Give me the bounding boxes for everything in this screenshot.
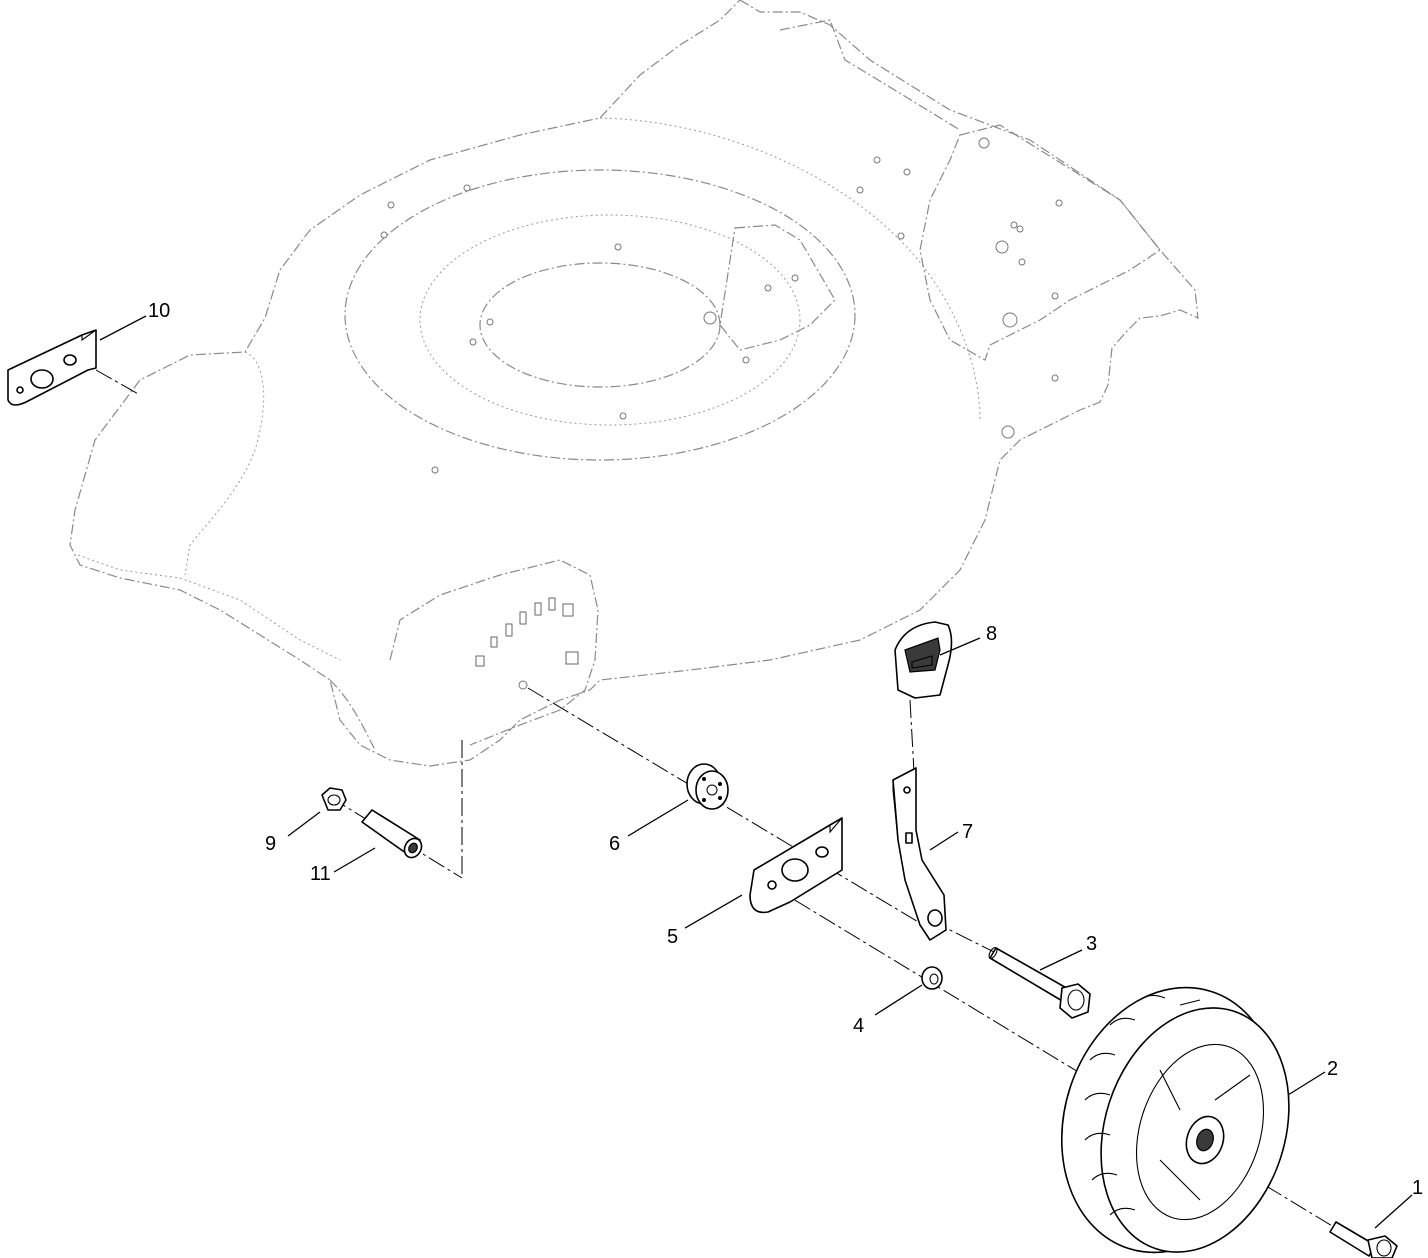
callout-9: 9 (265, 833, 276, 855)
callout-leaders (99, 315, 1413, 1229)
part-4-washer (921, 966, 943, 990)
part-7-adjust-lever (892, 767, 947, 941)
callout-3: 3 (1086, 933, 1097, 955)
part-2-wheel (1060, 986, 1290, 1254)
mower-deck-ghost (69, 0, 1199, 767)
callout-1: 1 (1412, 1177, 1423, 1199)
callout-7: 7 (962, 821, 973, 843)
callout-4: 4 (853, 1015, 864, 1037)
part-5-height-bracket (749, 817, 843, 914)
callout-11: 11 (310, 863, 331, 885)
callout-8: 8 (986, 623, 997, 645)
callout-labels: 1 2 3 4 5 6 7 8 9 11 10 (148, 300, 1423, 1199)
part-9-locknut (321, 787, 347, 811)
callout-5: 5 (667, 926, 678, 948)
callout-6: 6 (609, 833, 620, 855)
callout-10: 10 (148, 300, 170, 322)
part-6-bushing (686, 763, 729, 810)
part-8-lever-grip (894, 621, 953, 699)
part-3-shoulder-bolt (988, 947, 1091, 1019)
part-1-wheel-bolt (1329, 1221, 1398, 1258)
assembly-centerlines (95, 369, 1381, 1256)
part-10-height-bracket (7, 329, 97, 406)
callout-2: 2 (1327, 1058, 1338, 1080)
part-11-spacer (361, 809, 423, 859)
